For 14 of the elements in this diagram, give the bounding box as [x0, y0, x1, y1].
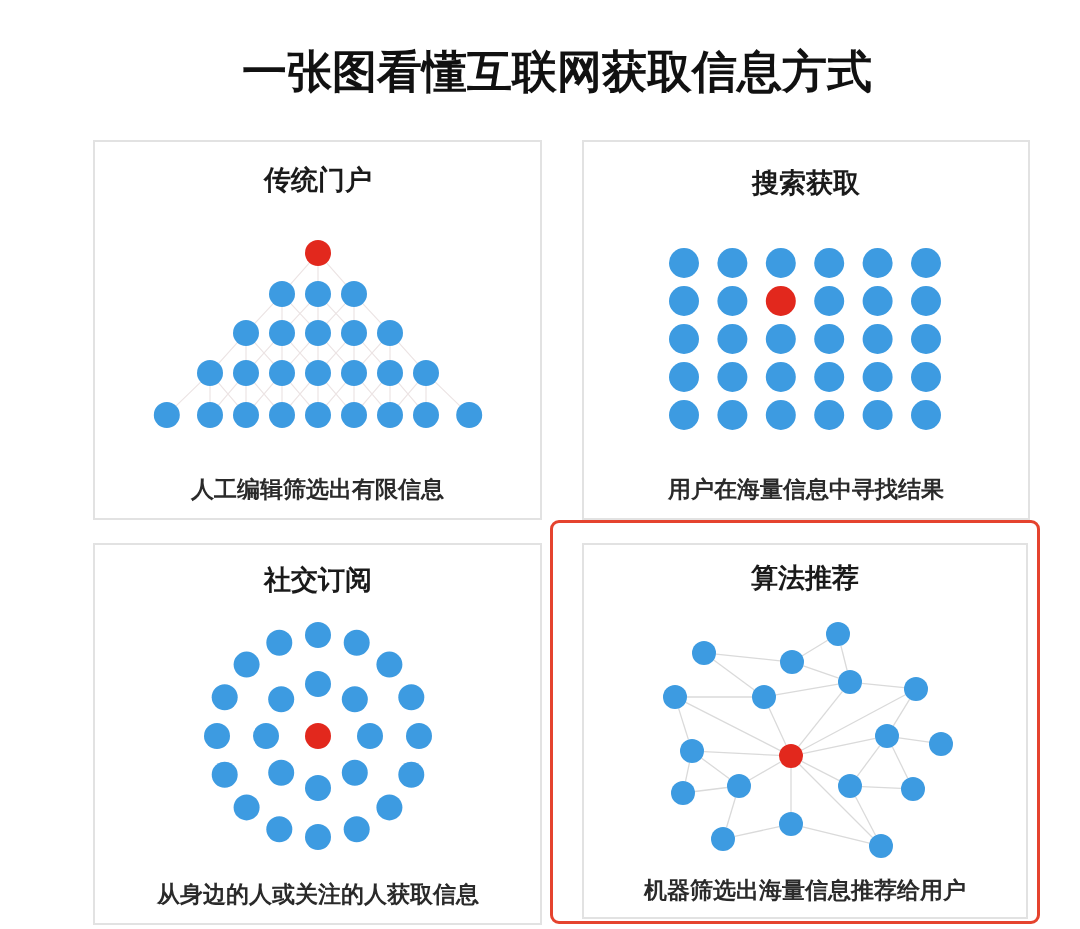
- panel: [582, 140, 1030, 520]
- panel: [93, 543, 542, 925]
- highlight-frame: [550, 520, 1040, 924]
- panel-caption: 从身边的人或关注的人获取信息: [156, 881, 479, 909]
- panel: [93, 140, 542, 520]
- panel-caption: 用户在海量信息中寻找结果: [668, 476, 944, 504]
- panel-heading: 社交订阅: [263, 563, 372, 597]
- panel-heading: 传统门户: [263, 163, 372, 197]
- title: 一张图看懂互联网获取信息方式: [242, 45, 872, 99]
- panel-caption: 机器筛选出海量信息推荐给用户: [644, 877, 966, 905]
- panel-heading: 算法推荐: [751, 561, 859, 595]
- panel: [582, 543, 1028, 919]
- panel-caption: 人工编辑筛选出有限信息: [191, 476, 444, 504]
- panel-heading: 搜索获取: [752, 166, 860, 200]
